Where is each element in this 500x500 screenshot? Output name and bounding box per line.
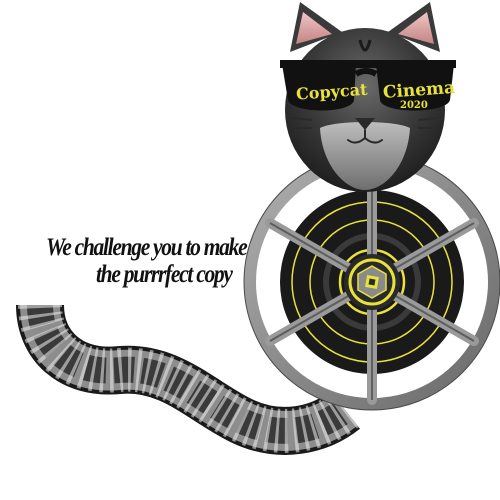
film-reel-icon bbox=[243, 153, 500, 411]
logo-year: 2020 bbox=[400, 100, 428, 111]
logo-name-left: Copycat bbox=[295, 80, 368, 104]
film-strip-icon bbox=[16, 303, 360, 455]
tagline-line-1: We challenge you to make bbox=[46, 234, 248, 261]
sunglasses-icon: Copycat Cinema 2020 bbox=[280, 60, 456, 111]
tagline-line-2: the purrrfect copy bbox=[96, 261, 233, 288]
